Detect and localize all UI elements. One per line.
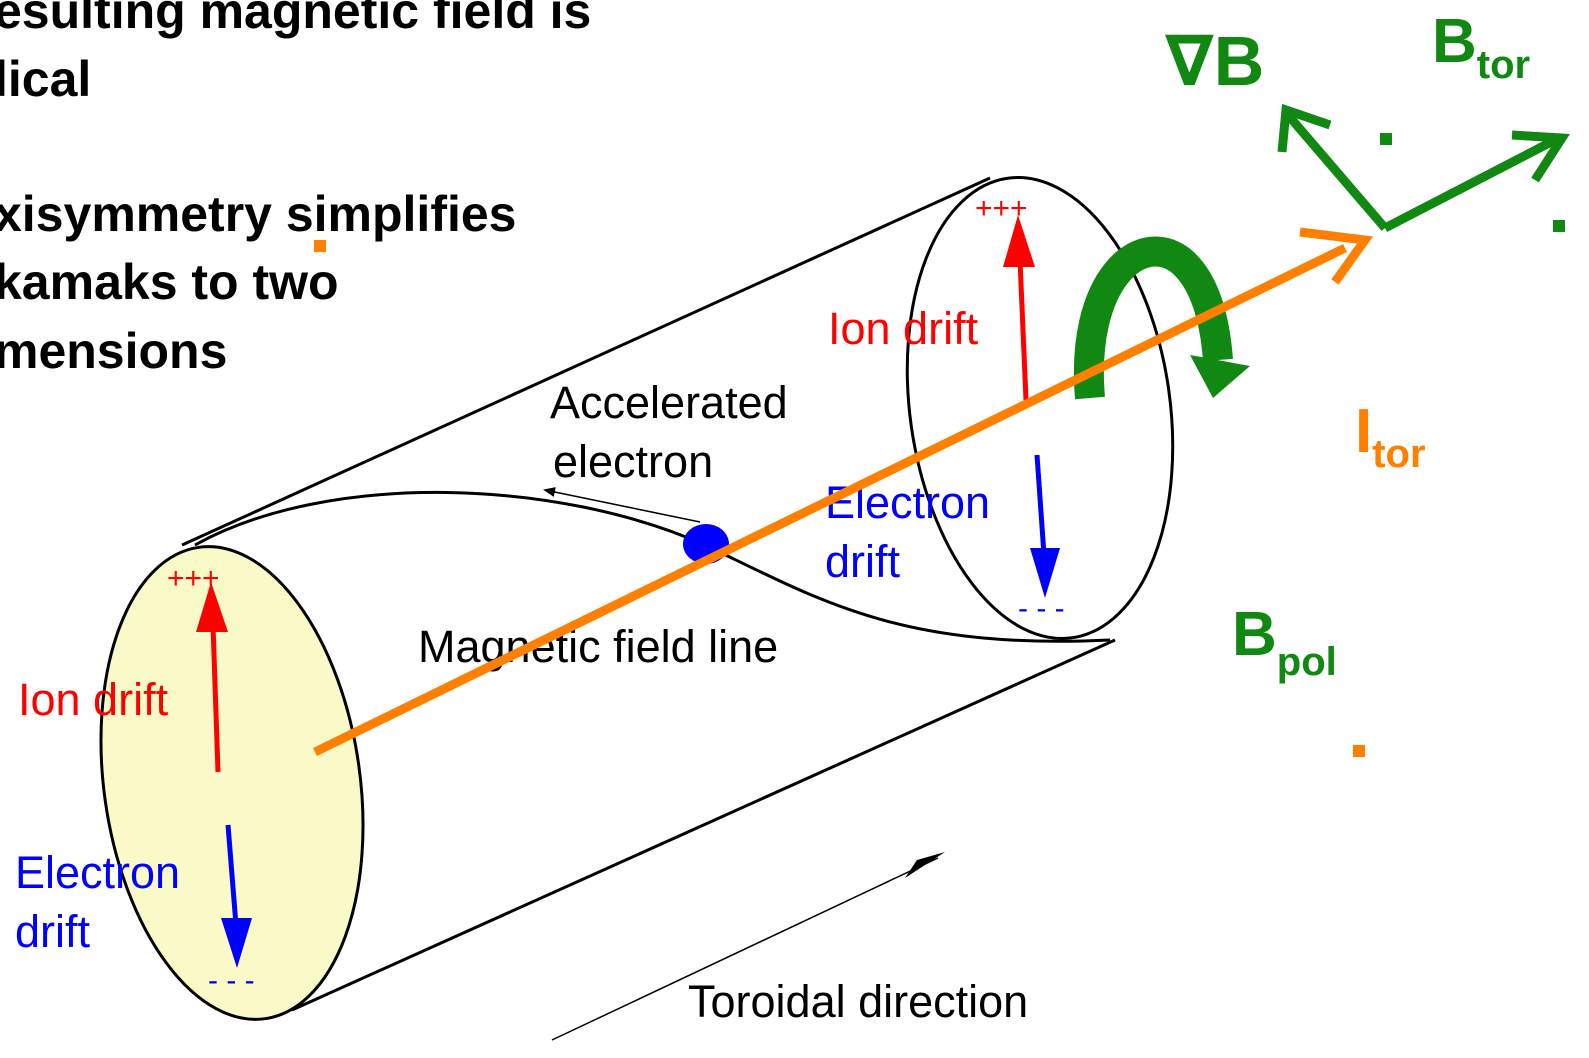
ion-drift-label-right: Ion drift	[828, 303, 979, 354]
electron-drift-arrowhead-right	[1030, 548, 1060, 598]
toroidal-direction-arrowhead	[905, 852, 945, 878]
orange-dot-marker	[1353, 745, 1365, 757]
bullet-line-4: kamaks to two	[0, 254, 339, 310]
electron-drift-label-left-1: Electron	[15, 847, 180, 898]
bullet-line-2: lical	[0, 51, 91, 107]
cylinder-top-edge	[181, 176, 991, 547]
i-tor-base: I	[1355, 397, 1372, 466]
ion-drift-arrow-right	[1017, 259, 1029, 401]
electron-drift-label-right-1: Electron	[825, 477, 990, 528]
far-end-ellipse	[905, 176, 1175, 640]
b-tor-subscript: tor	[1477, 43, 1530, 87]
electron-drift-label-right-2: drift	[825, 536, 901, 587]
poloidal-rotation-arrowhead	[1190, 355, 1250, 398]
plus-signs-right: +++	[975, 192, 1028, 225]
ion-drift-arrowhead-right	[1003, 215, 1035, 267]
b-pol-base: B	[1232, 600, 1277, 669]
plus-signs-left: +++	[167, 562, 220, 595]
bullet-line-1: esulting magnetic field is	[0, 0, 591, 39]
grad-b-vector	[1284, 112, 1389, 231]
toroidal-direction-label: Toroidal direction	[688, 976, 1028, 1027]
ion-drift-arrow-left	[210, 624, 221, 773]
bullet-marker	[314, 240, 326, 252]
bullet-line-3: xisymmetry simplifies	[0, 186, 517, 242]
b-tor-base: B	[1432, 7, 1477, 76]
vector-diagram	[1277, 103, 1570, 232]
electron-drift-arrow-left	[225, 824, 239, 926]
ion-drift-label-left: Ion drift	[18, 674, 169, 725]
b-pol-label: Bpol	[1232, 600, 1337, 684]
accelerated-electron-label-2: electron	[553, 436, 713, 487]
ion-drift-arrowhead-left	[196, 582, 228, 632]
bullet-text: esulting magnetic field is lical xisymme…	[0, 0, 591, 379]
cylinder	[181, 176, 1175, 1012]
green-dot-marker	[1380, 133, 1392, 145]
cylinder-bottom-edge	[291, 638, 1116, 1012]
grad-b-label: ∇B	[1165, 22, 1264, 100]
near-end-cap	[99, 545, 365, 1021]
b-tor-vector	[1382, 136, 1558, 232]
bullet-line-5: mensions	[0, 323, 227, 379]
electron-drift-label-left-2: drift	[15, 906, 91, 957]
b-tor-arrowhead	[1511, 130, 1570, 183]
accelerated-electron-arrow	[543, 487, 701, 523]
i-tor-label: Itor	[1355, 397, 1426, 476]
electron-drift-arrow-right	[1034, 454, 1047, 556]
green-dot-marker-right	[1553, 220, 1565, 232]
electron-drift-arrowhead-left	[221, 918, 252, 968]
toroidal-current-arrowhead	[1299, 227, 1374, 285]
b-pol-subscript: pol	[1277, 640, 1337, 684]
i-tor-subscript: tor	[1372, 432, 1425, 476]
toroidal-current-arrow	[313, 243, 1347, 757]
minus-signs-left: - - -	[208, 964, 255, 997]
toroidal-direction-line	[551, 857, 939, 1041]
magnetic-field-line-label: Magnetic field line	[418, 621, 778, 672]
grad-b-arrowhead	[1277, 103, 1332, 153]
minus-signs-right: - - -	[1018, 592, 1065, 625]
accelerated-electron-label-1: Accelerated	[550, 377, 788, 428]
b-tor-label: Btor	[1432, 7, 1530, 87]
